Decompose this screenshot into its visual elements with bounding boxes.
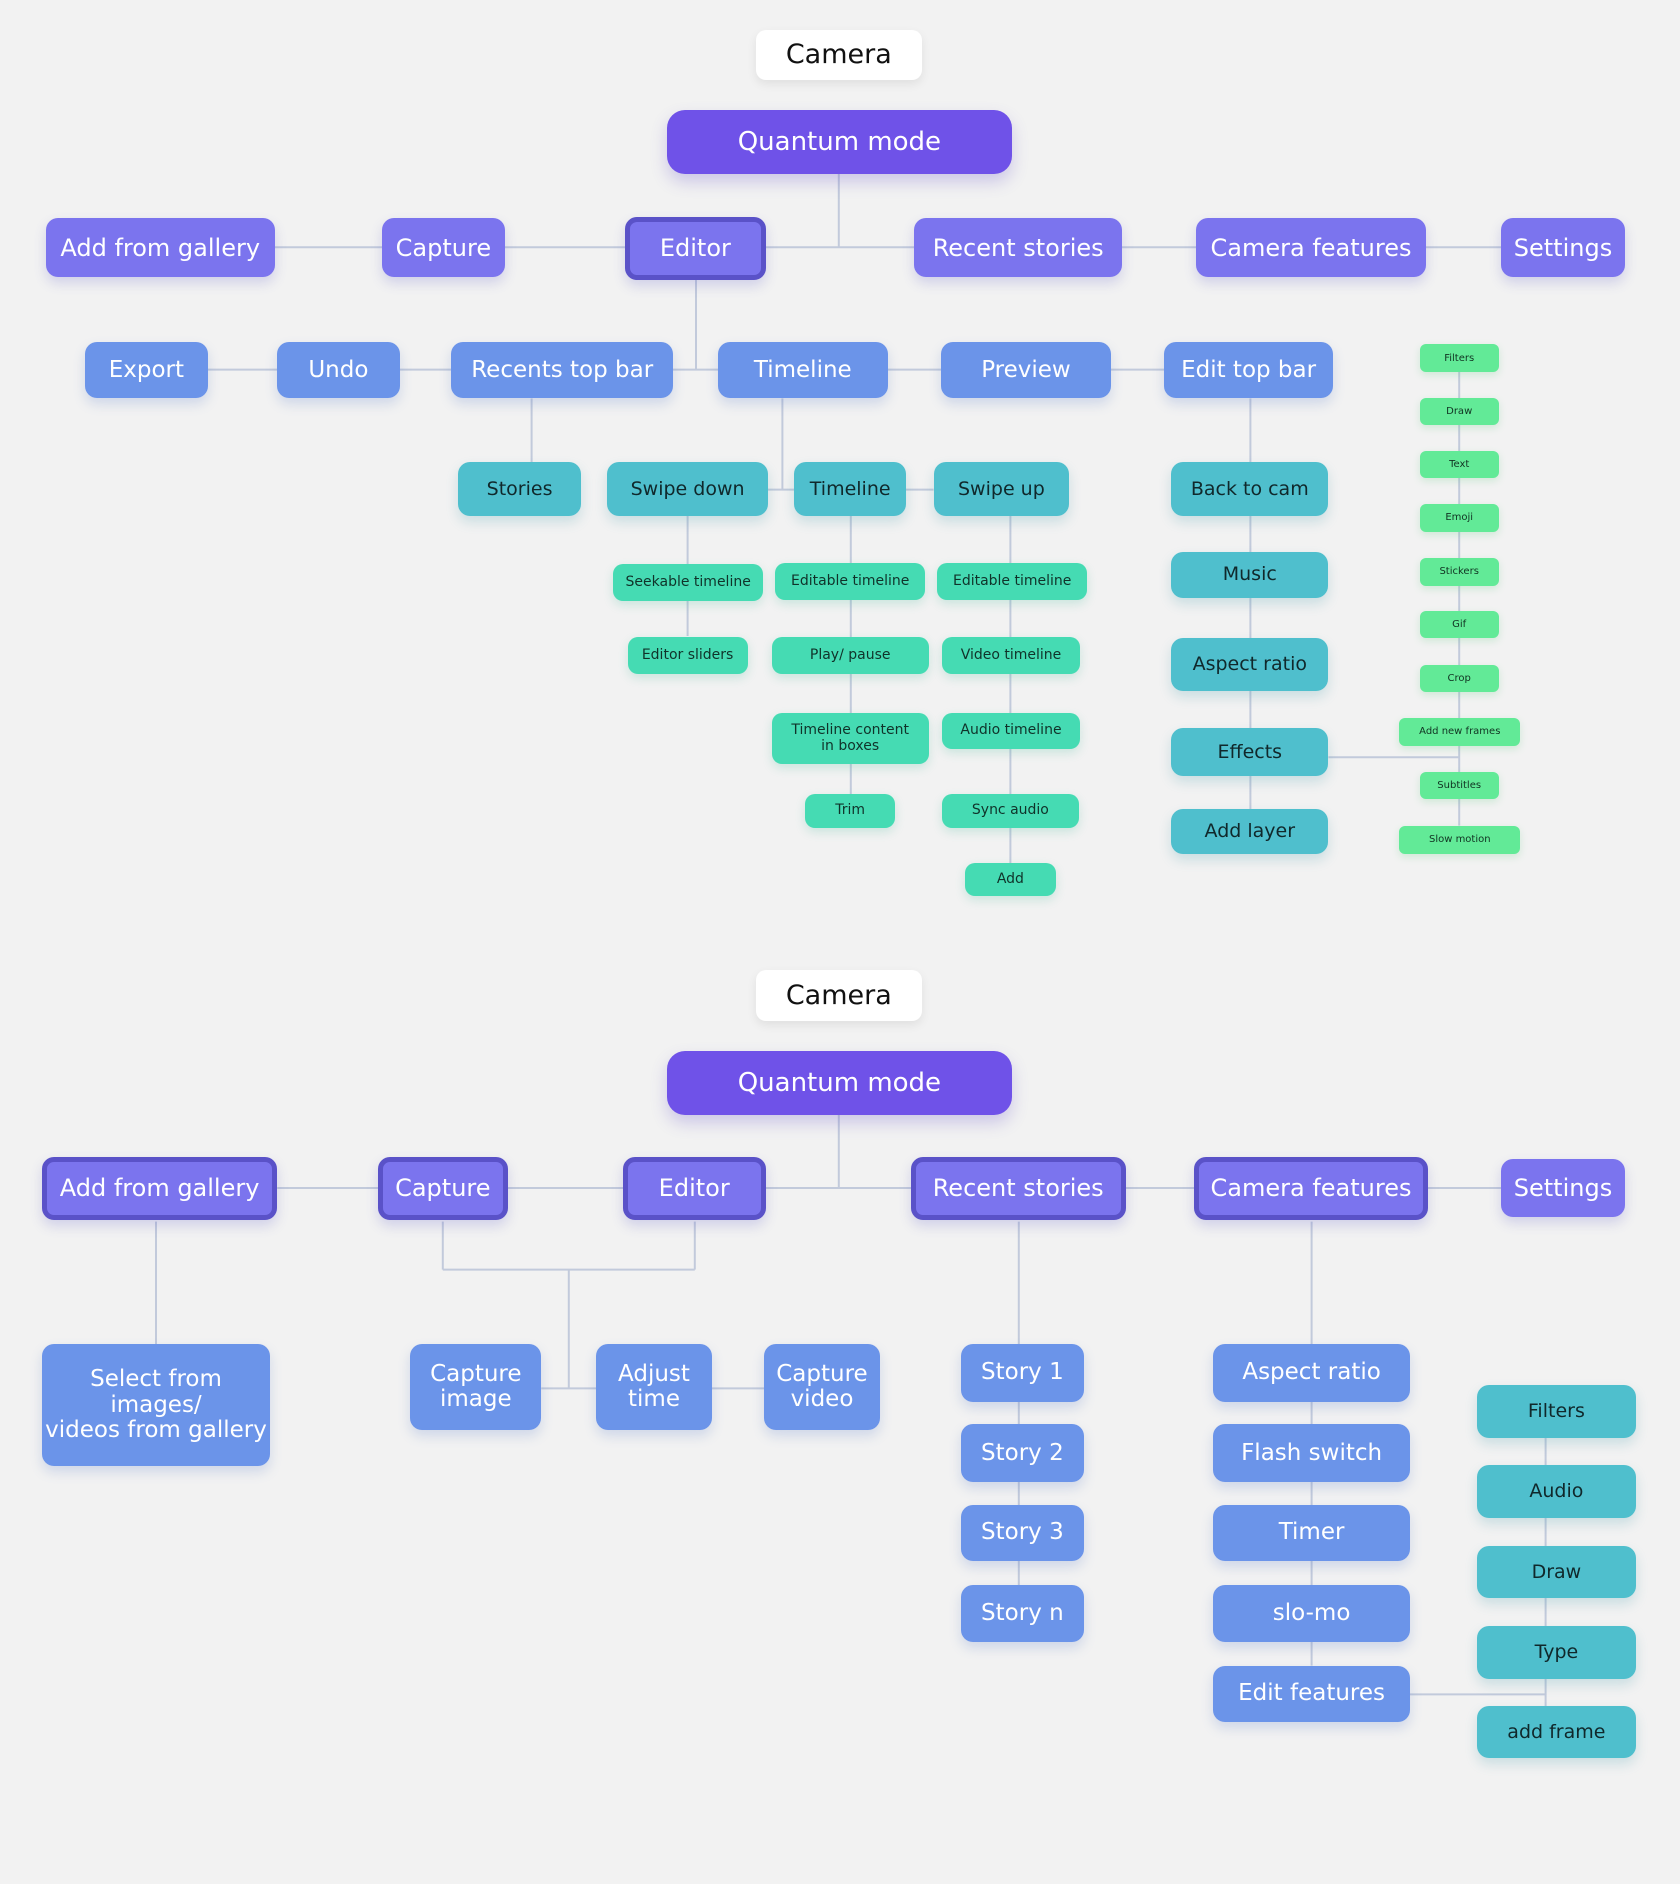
- node-trim: Trim: [805, 794, 896, 828]
- node-quantum-mode: Quantum mode: [667, 110, 1012, 174]
- node-add-new-frames: Add new frames: [1399, 717, 1521, 747]
- node-editable-timeline: Editable timeline: [775, 562, 926, 600]
- node-select-from-images-videos-from-gallery: Select from images/ videos from gallery: [42, 1344, 270, 1467]
- node-flash-switch: Flash switch: [1213, 1424, 1410, 1482]
- node-stories: Stories: [458, 462, 581, 516]
- node-camera-features: Camera features: [1196, 218, 1426, 278]
- node-music: Music: [1171, 552, 1329, 598]
- node-recent-stories: Recent stories: [910, 1156, 1126, 1221]
- node-settings: Settings: [1501, 1159, 1625, 1217]
- node-filters: Filters: [1419, 344, 1499, 372]
- node-story-2: Story 2: [961, 1424, 1084, 1482]
- node-add-layer: Add layer: [1171, 808, 1329, 855]
- node-export: Export: [85, 342, 208, 399]
- node-timeline-content-in-boxes: Timeline content in boxes: [771, 712, 929, 765]
- node-sync-audio: Sync audio: [942, 794, 1079, 828]
- node-camera: Camera: [756, 30, 922, 81]
- node-crop: Crop: [1419, 664, 1499, 693]
- node-emoji: Emoji: [1419, 504, 1499, 532]
- node-aspect-ratio: Aspect ratio: [1213, 1344, 1410, 1402]
- node-subtitles: Subtitles: [1419, 771, 1499, 800]
- node-adjust-time: Adjust time: [596, 1344, 712, 1431]
- node-add-from-gallery: Add from gallery: [45, 218, 275, 278]
- node-draw: Draw: [1419, 398, 1499, 425]
- node-settings: Settings: [1501, 218, 1625, 278]
- node-text: Text: [1419, 451, 1499, 478]
- node-audio: Audio: [1477, 1465, 1636, 1518]
- node-timer: Timer: [1213, 1504, 1410, 1562]
- node-quantum-mode: Quantum mode: [667, 1051, 1012, 1115]
- node-gif: Gif: [1419, 610, 1499, 639]
- node-play-pause: Play/ pause: [771, 637, 929, 675]
- node-capture-video: Capture video: [764, 1344, 880, 1431]
- node-timeline: Timeline: [794, 462, 906, 516]
- node-edit-features: Edit features: [1213, 1665, 1410, 1722]
- node-story-n: Story n: [961, 1585, 1084, 1642]
- node-recents-top-bar: Recents top bar: [451, 342, 674, 399]
- node-add-from-gallery: Add from gallery: [42, 1156, 278, 1221]
- node-editor: Editor: [625, 217, 766, 280]
- node-timeline: Timeline: [717, 342, 888, 399]
- node-preview: Preview: [940, 342, 1112, 399]
- node-capture-image: Capture image: [410, 1344, 542, 1431]
- node-filters: Filters: [1477, 1384, 1636, 1438]
- node-stickers: Stickers: [1419, 558, 1499, 586]
- node-swipe-down: Swipe down: [607, 462, 768, 516]
- node-edit-top-bar: Edit top bar: [1164, 342, 1334, 399]
- node-story-1: Story 1: [961, 1344, 1084, 1402]
- node-editor-sliders: Editor sliders: [627, 637, 748, 675]
- node-effects: Effects: [1171, 728, 1329, 777]
- node-slo-mo: slo-mo: [1213, 1585, 1410, 1642]
- node-slow-motion: Slow motion: [1399, 825, 1521, 855]
- node-capture: Capture: [381, 218, 506, 278]
- node-add: Add: [964, 862, 1056, 897]
- node-type: Type: [1477, 1626, 1636, 1679]
- node-undo: Undo: [277, 342, 400, 399]
- node-editable-timeline: Editable timeline: [937, 562, 1088, 600]
- node-editor: Editor: [622, 1156, 766, 1221]
- node-story-3: Story 3: [961, 1504, 1084, 1562]
- node-video-timeline: Video timeline: [942, 637, 1080, 675]
- node-recent-stories: Recent stories: [914, 218, 1122, 278]
- node-add-frame: add frame: [1477, 1706, 1636, 1758]
- node-draw: Draw: [1477, 1545, 1636, 1599]
- node-camera-features: Camera features: [1194, 1156, 1428, 1221]
- node-back-to-cam: Back to cam: [1171, 462, 1329, 516]
- node-camera: Camera: [756, 969, 922, 1022]
- node-aspect-ratio: Aspect ratio: [1171, 638, 1329, 692]
- node-capture: Capture: [378, 1156, 508, 1221]
- node-swipe-up: Swipe up: [933, 462, 1070, 516]
- node-seekable-timeline: Seekable timeline: [613, 564, 764, 602]
- node-audio-timeline: Audio timeline: [942, 712, 1080, 749]
